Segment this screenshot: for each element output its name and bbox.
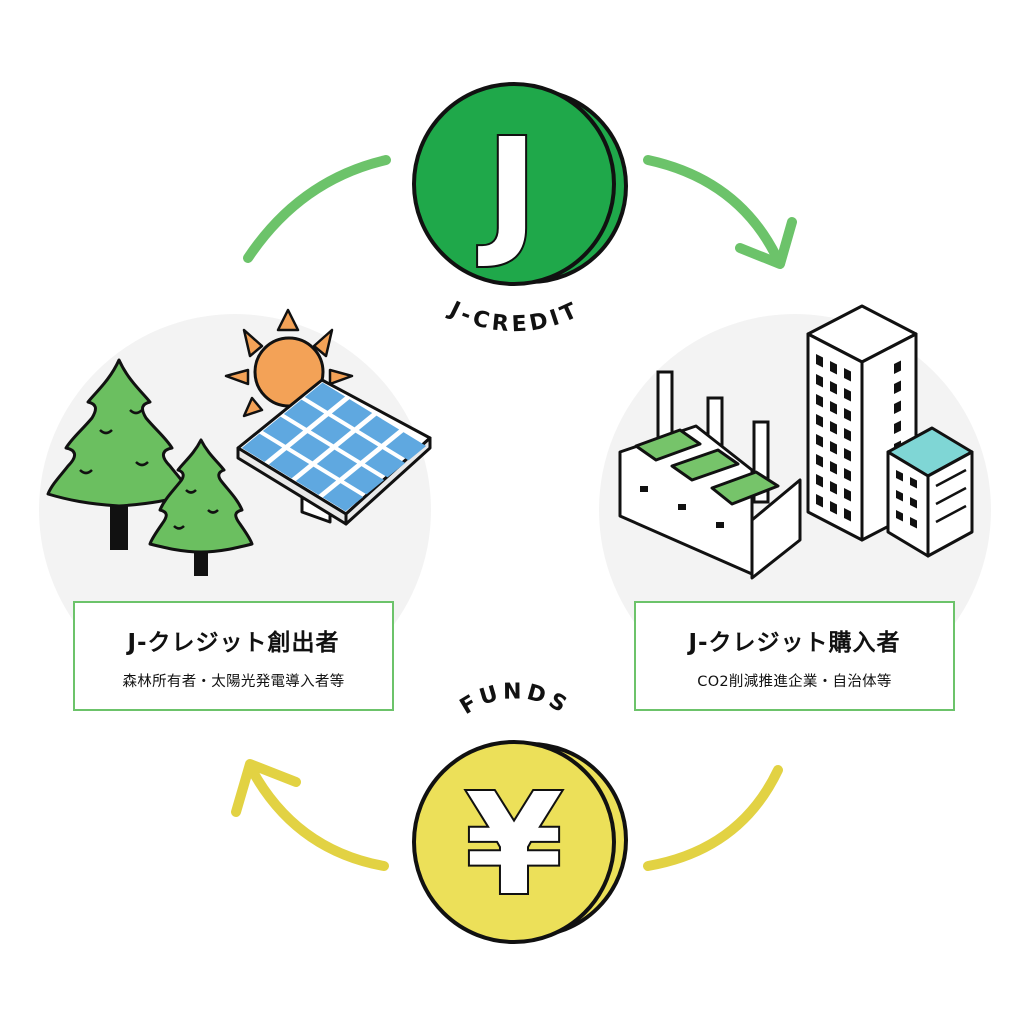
factory-icon	[618, 370, 802, 580]
window	[830, 421, 837, 435]
window	[844, 448, 851, 462]
window	[896, 470, 903, 482]
solar-cell	[289, 433, 331, 462]
window	[894, 380, 901, 394]
window	[816, 414, 823, 428]
solar-cell	[268, 450, 310, 479]
j-credit-caption: J-CREDIT	[444, 296, 585, 337]
window	[896, 510, 903, 522]
solar-cell	[322, 483, 364, 512]
window	[844, 508, 851, 522]
window	[844, 428, 851, 442]
solar-cell	[295, 466, 337, 495]
funds-caption: FUNDS	[456, 679, 574, 720]
solar-panel-icon	[236, 378, 432, 526]
window	[816, 454, 823, 468]
window	[816, 474, 823, 488]
window	[844, 488, 851, 502]
buyer-title: J-クレジット購入者	[688, 630, 901, 656]
creator-title: J-クレジット創出者	[127, 630, 340, 656]
solar-cell	[316, 449, 358, 478]
solar-cell	[310, 416, 352, 445]
arrow-top-right	[643, 155, 783, 265]
window	[844, 468, 851, 482]
window	[816, 434, 823, 448]
big-tree-icon	[46, 358, 192, 550]
window	[844, 368, 851, 382]
arrow-top-left	[243, 155, 391, 263]
arrow-bottom-right	[643, 765, 783, 871]
creator-label-box: J-クレジット創出者 森林所有者・太陽光発電導入者等	[73, 601, 394, 711]
window	[894, 360, 901, 374]
solar-cell	[283, 399, 325, 428]
small-building-icon	[886, 426, 974, 558]
window	[830, 501, 837, 515]
funds-coin: ¥	[412, 740, 628, 944]
window	[830, 361, 837, 375]
small-tree-icon	[148, 438, 254, 576]
arrow-bottom-left	[247, 765, 389, 871]
solar-cell	[364, 449, 406, 478]
window	[894, 400, 901, 414]
yen-symbol: ¥	[465, 764, 562, 927]
window	[830, 401, 837, 415]
j-credit-coin: J	[412, 82, 628, 286]
window	[816, 354, 823, 368]
facade-stripe	[935, 486, 967, 506]
solar-cell	[331, 399, 373, 428]
solar-cell	[241, 433, 283, 462]
solar-cell	[385, 432, 427, 461]
window	[816, 374, 823, 388]
arrow-bottom-left-head	[231, 759, 301, 817]
facade-stripe	[935, 468, 967, 488]
office-building-icon	[806, 304, 918, 542]
buyer-subtitle: CO2削減推進企業・自治体等	[697, 674, 892, 690]
window	[816, 394, 823, 408]
solar-cell	[358, 415, 400, 444]
j-letter: J	[478, 109, 538, 272]
window	[844, 408, 851, 422]
window	[830, 481, 837, 495]
buyer-label-box: J-クレジット購入者 CO2削減推進企業・自治体等	[634, 601, 955, 711]
window	[910, 517, 917, 529]
window	[844, 388, 851, 402]
arrow-top-right-head	[735, 217, 797, 269]
solar-cell	[304, 382, 346, 411]
window	[830, 441, 837, 455]
window	[816, 494, 823, 508]
window	[830, 461, 837, 475]
solar-cell	[343, 466, 385, 495]
window	[830, 381, 837, 395]
solar-cell	[337, 432, 379, 461]
window	[894, 420, 901, 434]
window	[896, 490, 903, 502]
window	[910, 497, 917, 509]
creator-subtitle: 森林所有者・太陽光発電導入者等	[122, 674, 345, 690]
solar-cell	[262, 416, 304, 445]
window	[910, 477, 917, 489]
facade-stripe	[935, 504, 967, 524]
sun-icon	[224, 308, 354, 418]
